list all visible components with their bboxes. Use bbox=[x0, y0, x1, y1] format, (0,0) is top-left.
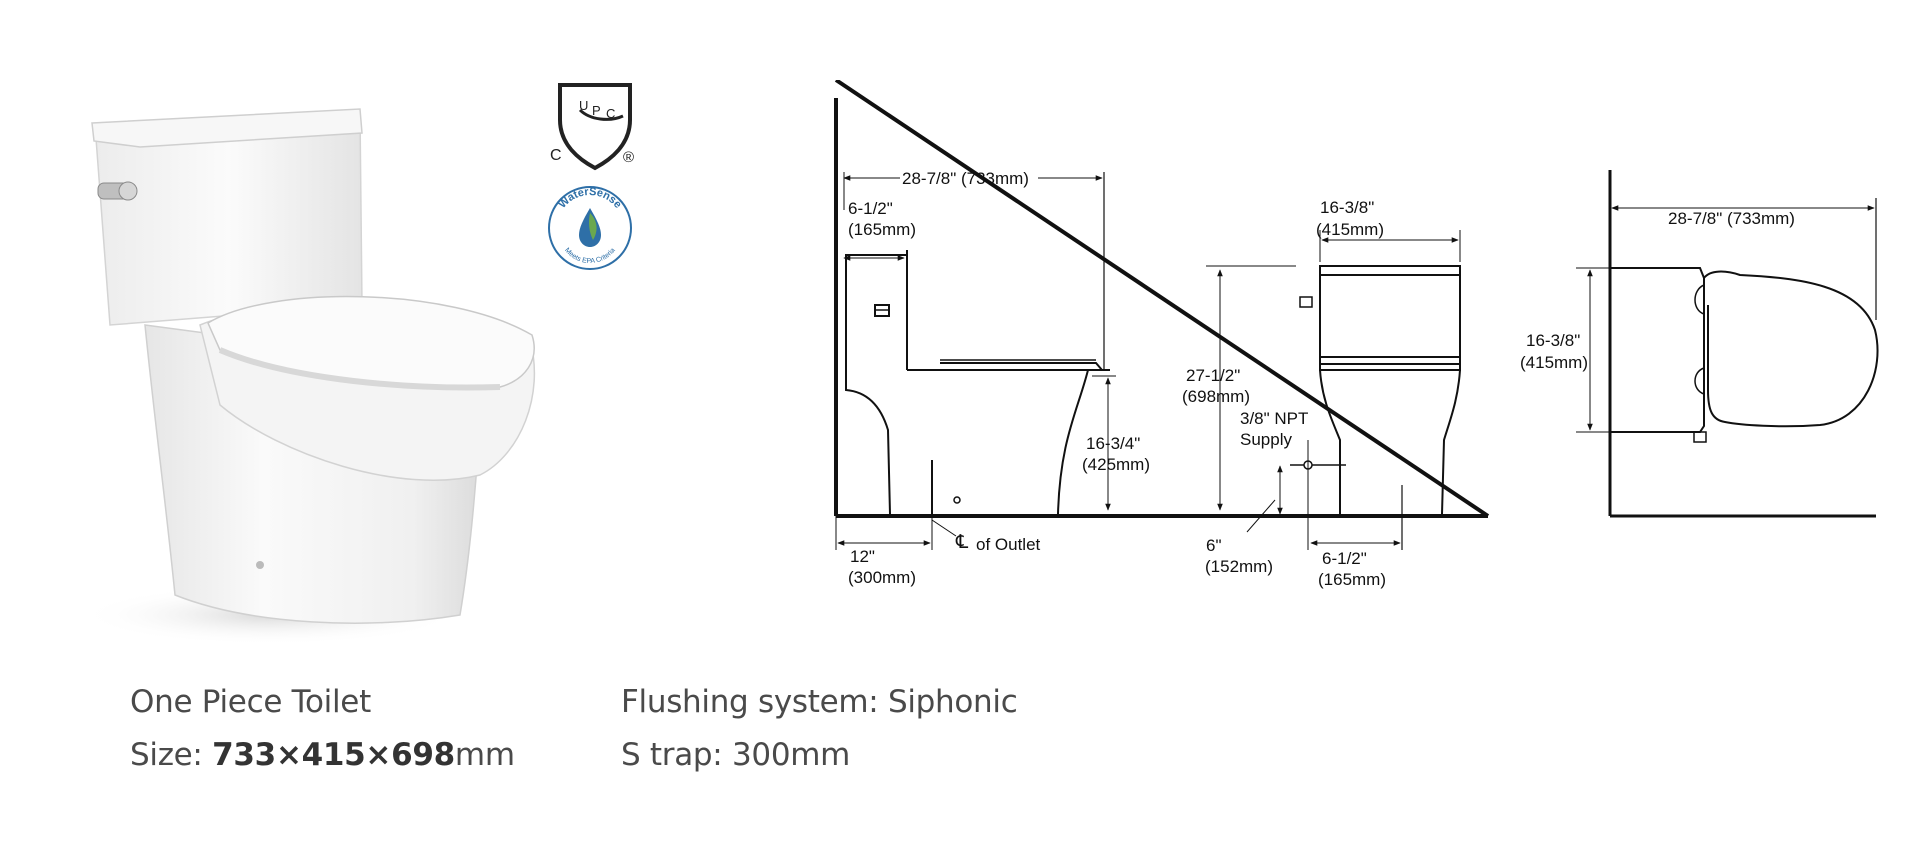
product-name: One Piece Toilet bbox=[130, 684, 371, 720]
size-label: Size: bbox=[130, 737, 213, 773]
watersense-logo: WaterSense Meets EPA Criteria bbox=[548, 186, 632, 270]
leaf-icon bbox=[589, 213, 597, 240]
front-width-mm: (415mm) bbox=[1316, 220, 1384, 239]
top-width-in: 16-3/8" bbox=[1526, 331, 1580, 350]
rough-in-in: 12" bbox=[850, 547, 875, 566]
flushing-system: Flushing system: Siphonic bbox=[621, 684, 1018, 720]
upc-letter-c: C bbox=[606, 106, 615, 121]
supply-label-1: 3/8" NPT bbox=[1240, 409, 1308, 428]
tank-depth-in: 6-1/2" bbox=[848, 199, 893, 218]
seat-height-in: 16-3/4" bbox=[1086, 434, 1140, 453]
bolt-cap bbox=[256, 561, 264, 569]
top-view bbox=[1576, 170, 1879, 518]
size-line: Size: 733×415×698mm bbox=[130, 729, 515, 782]
seat-height-mm: (425mm) bbox=[1082, 455, 1150, 474]
rough-in-mm: (300mm) bbox=[848, 568, 916, 587]
top-width-mm: (415mm) bbox=[1520, 353, 1588, 372]
s-trap: S trap: 300mm bbox=[621, 737, 851, 773]
front-width-in: 16-3/8" bbox=[1320, 198, 1374, 217]
total-height-mm: (698mm) bbox=[1182, 387, 1250, 406]
size-unit: mm bbox=[454, 737, 515, 773]
tank-lid bbox=[91, 108, 363, 148]
size-value: 733×415×698 bbox=[212, 737, 455, 773]
upc-shield-logo: U P C C ® bbox=[550, 83, 634, 171]
tank-depth-mm: (165mm) bbox=[848, 220, 916, 239]
spec-right: Flushing system: Siphonic S trap: 300mm bbox=[621, 676, 1018, 782]
supply-height-mm: (152mm) bbox=[1205, 557, 1273, 576]
upc-letter-u: U bbox=[579, 98, 588, 113]
certification-logos: U P C C ® WaterSense Meets EPA Criteria bbox=[548, 83, 634, 270]
dimension-drawing: 28-7/8" (733mm) 6-1/2" (165mm) 16-3/4" (… bbox=[834, 80, 1879, 589]
total-height-in: 27-1/2" bbox=[1186, 366, 1240, 385]
centerline-icon: ℄ bbox=[955, 532, 969, 553]
supply-label-2: Supply bbox=[1240, 430, 1292, 449]
upc-c-mark: C bbox=[550, 147, 562, 164]
supply-offset-in: 6-1/2" bbox=[1322, 549, 1367, 568]
outlet-label: of Outlet bbox=[976, 535, 1041, 554]
registered-mark: ® bbox=[623, 149, 634, 166]
front-view bbox=[1206, 230, 1461, 550]
side-length-label: 28-7/8" (733mm) bbox=[902, 169, 1029, 188]
supply-offset-mm: (165mm) bbox=[1318, 570, 1386, 589]
top-length-label: 28-7/8" (733mm) bbox=[1668, 209, 1795, 228]
product-photo bbox=[80, 108, 536, 645]
side-view bbox=[834, 80, 1490, 550]
upc-letter-p: P bbox=[592, 103, 601, 118]
spec-left: One Piece Toilet Size: 733×415×698mm bbox=[130, 676, 515, 782]
supply-height-in: 6" bbox=[1206, 536, 1222, 555]
